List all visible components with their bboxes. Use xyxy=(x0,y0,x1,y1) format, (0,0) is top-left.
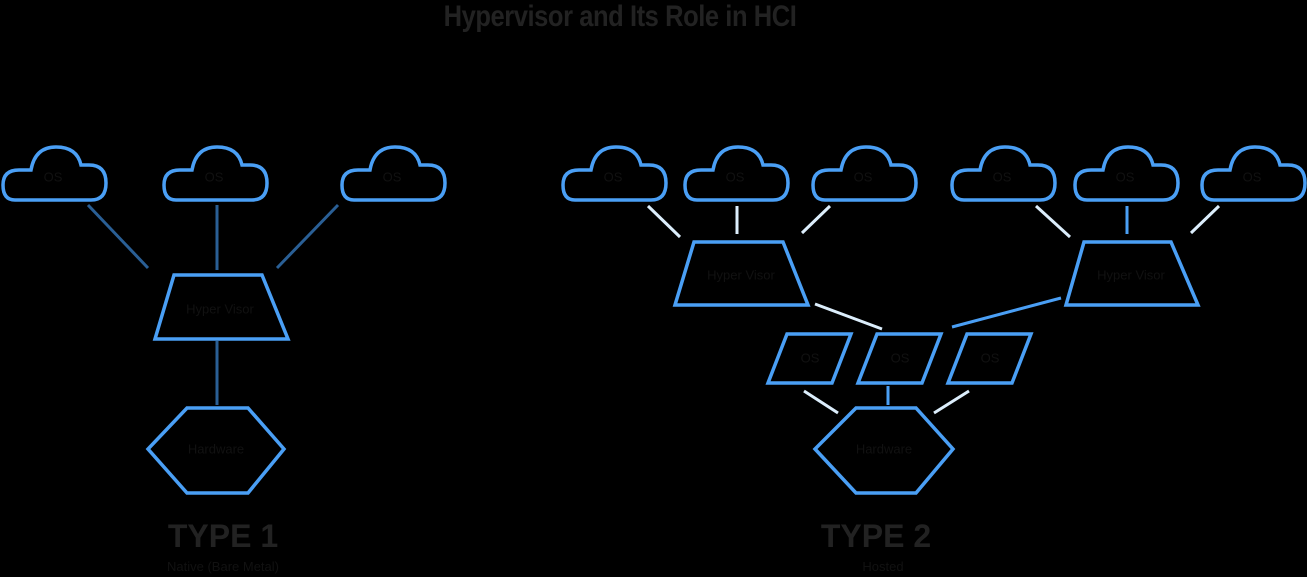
type2-host-os-2: OS xyxy=(855,332,944,385)
type2-left-guest-os-2: OS xyxy=(683,145,790,202)
os-label: OS xyxy=(205,169,224,184)
type2-host-os-3: OS xyxy=(945,332,1034,385)
type1-heading: TYPE 1 xyxy=(167,518,279,554)
type2-heading: TYPE 2 xyxy=(820,518,932,554)
type2-right-guest-os-3: OS xyxy=(1200,145,1307,202)
type2-left-guest-os-1: OS xyxy=(561,145,668,202)
type1-hardware: Hardware xyxy=(145,406,287,495)
type1-guest-os-3: OS xyxy=(340,145,447,202)
type1-guest-os-2: OS xyxy=(162,145,269,202)
hypervisor-label: Hyper Visor xyxy=(186,301,254,316)
hypervisor-label: Hyper Visor xyxy=(707,267,775,282)
type1-hypervisor: Hyper Visor xyxy=(152,273,291,341)
type2-host-os-1: OS xyxy=(765,332,854,385)
os-label: OS xyxy=(981,350,1000,365)
os-label: OS xyxy=(604,169,623,184)
hardware-label: Hardware xyxy=(188,441,244,456)
type2-left-hypervisor: Hyper Visor xyxy=(672,240,811,307)
hardware-label: Hardware xyxy=(856,441,912,456)
os-label: OS xyxy=(1116,169,1135,184)
os-label: OS xyxy=(44,169,63,184)
diagram-title: Hypervisor and Its Role in HCI xyxy=(443,0,797,33)
type2-right-hypervisor: Hyper Visor xyxy=(1063,240,1201,307)
os-label: OS xyxy=(993,169,1012,184)
type1-connectors xyxy=(86,203,340,405)
type2-right-guest-os-1: OS xyxy=(950,145,1057,202)
type2-hardware: Hardware xyxy=(812,406,956,495)
type2-connectors xyxy=(646,204,1221,415)
os-label: OS xyxy=(1243,169,1262,184)
os-label: OS xyxy=(726,169,745,184)
os-label: OS xyxy=(801,350,820,365)
os-label: OS xyxy=(891,350,910,365)
hypervisor-label: Hyper Visor xyxy=(1097,267,1165,282)
os-label: OS xyxy=(854,169,873,184)
type1-guest-os-1: OS xyxy=(1,145,108,202)
type2-subtitle: Hosted xyxy=(862,559,904,574)
type2-right-guest-os-2: OS xyxy=(1073,145,1180,202)
type2-left-guest-os-3: OS xyxy=(811,145,918,202)
type1-subtitle: Native (Bare Metal) xyxy=(167,559,279,574)
os-label: OS xyxy=(383,169,402,184)
